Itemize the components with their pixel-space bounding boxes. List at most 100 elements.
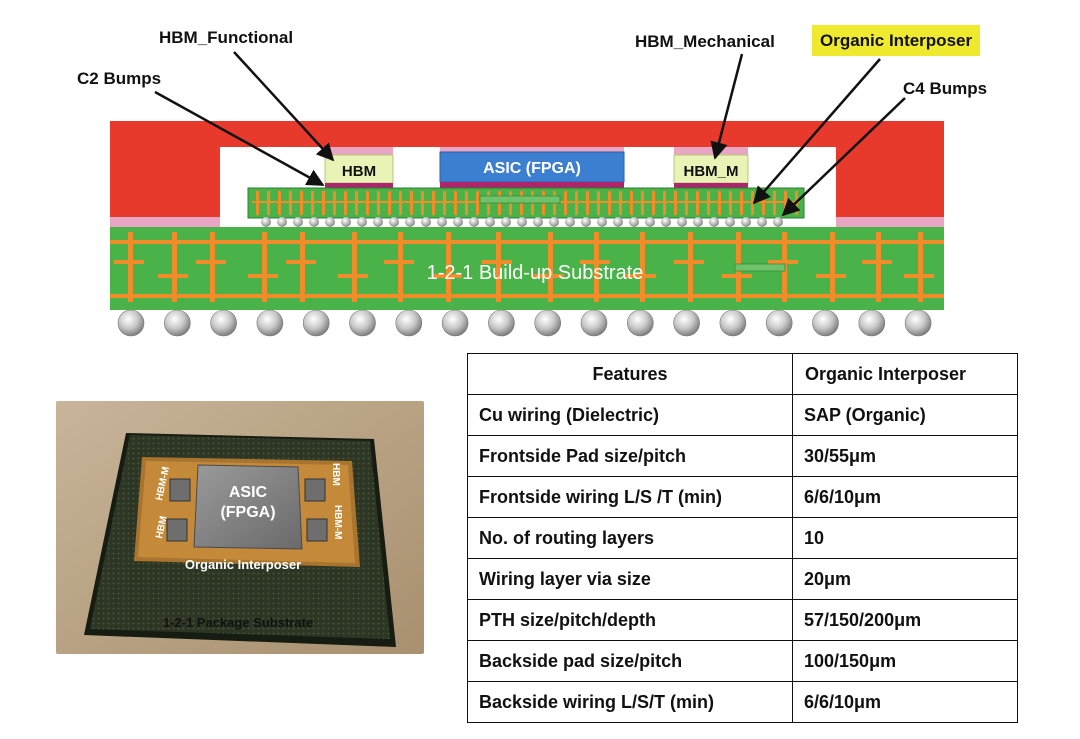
- bga-ball: [719, 309, 747, 337]
- substrate-via: [262, 232, 267, 302]
- photo-hbm-bottom-left: HBM: [154, 515, 169, 540]
- substrate-pad: [816, 274, 846, 278]
- photo-substrate-label: 1-2-1 Package Substrate: [163, 615, 313, 630]
- substrate-label: 1-2-1 Build-up Substrate: [427, 262, 644, 284]
- substrate-pad: [482, 260, 512, 264]
- arrow-hbm-mechanical: [710, 53, 744, 160]
- value-cell: 57/150/200μm: [792, 599, 1018, 641]
- substrate-pad: [862, 260, 892, 264]
- feature-cell: Cu wiring (Dielectric): [467, 394, 793, 436]
- c4-bump: [261, 217, 271, 227]
- c4-bump: [453, 217, 463, 227]
- c4-bump: [741, 217, 751, 227]
- substrate-pad: [722, 274, 752, 278]
- substrate-pad: [674, 260, 704, 264]
- asic-die: ASIC (FPGA): [439, 147, 625, 188]
- photo-asic-label: ASIC: [229, 484, 268, 501]
- value-cell: SAP (Organic): [792, 394, 1018, 436]
- c4-bump: [341, 217, 351, 227]
- photo-hbm-m-bottom-right: HBM-M: [332, 505, 343, 539]
- c4-bump: [629, 217, 639, 227]
- c4-bump: [757, 217, 767, 227]
- c4-bump: [517, 217, 527, 227]
- substrate-via: [352, 232, 357, 302]
- c4-bump: [597, 217, 607, 227]
- substrate-pad: [158, 274, 188, 278]
- substrate-via: [918, 232, 923, 302]
- c4-bump: [645, 217, 655, 227]
- substrate-trace: [110, 294, 944, 298]
- substrate-via: [876, 232, 881, 302]
- organic-interposer: [247, 187, 805, 219]
- substrate-pad: [904, 274, 934, 278]
- value-cell: 10: [792, 517, 1018, 559]
- substrate-via: [688, 232, 693, 302]
- substrate-pad: [768, 260, 798, 264]
- feature-cell: Backside wiring L/S/T (min): [467, 681, 793, 723]
- bga-ball: [904, 309, 932, 337]
- hbm-die: HBM: [324, 147, 394, 188]
- c4-bump: [357, 217, 367, 227]
- c4-bump: [773, 217, 783, 227]
- value-cell: 6/6/10μm: [792, 476, 1018, 518]
- c4-bump: [613, 217, 623, 227]
- c4-bump: [485, 217, 495, 227]
- substrate-pad: [580, 260, 610, 264]
- feature-cell: Backside pad size/pitch: [467, 640, 793, 682]
- c4-bump: [725, 217, 735, 227]
- callout-arrows: [154, 51, 906, 217]
- hbm-m-die: HBM_M: [673, 147, 749, 188]
- substrate-via: [210, 232, 215, 302]
- specs-header-row: Features Organic Interposer: [467, 353, 1018, 395]
- c4-bumps: [261, 217, 783, 227]
- bga-ball: [626, 309, 654, 337]
- substrate-via: [496, 232, 501, 302]
- substrate-pad: [286, 260, 316, 264]
- substrate-via: [398, 232, 403, 302]
- c4-bump: [501, 217, 511, 227]
- label-hbm-functional: HBM_Functional: [159, 28, 294, 47]
- substrate-pad: [114, 260, 144, 264]
- substrate-pad: [196, 260, 226, 264]
- c4-bump: [661, 217, 671, 227]
- feature-cell: Wiring layer via size: [467, 558, 793, 600]
- bga-ball: [395, 309, 423, 337]
- label-organic-interposer: Organic Interposer: [812, 25, 981, 56]
- photo-fpga-label: (FPGA): [220, 504, 275, 521]
- value-cell: 20μm: [792, 558, 1018, 600]
- header-features: Features: [467, 353, 793, 395]
- c4-bump: [437, 217, 447, 227]
- bga-ball: [117, 309, 145, 337]
- c4-bump: [677, 217, 687, 227]
- substrate-via: [300, 232, 305, 302]
- substrate-pad: [384, 260, 414, 264]
- photo-interposer-label: Organic Interposer: [185, 557, 301, 572]
- photo-hbm-top-right: HBM: [330, 463, 341, 486]
- c4-bump: [533, 217, 543, 227]
- substrate-via: [548, 232, 553, 302]
- substrate-pad: [534, 274, 564, 278]
- c4-bump: [581, 217, 591, 227]
- label-c2-bumps: C2 Bumps: [77, 69, 162, 88]
- substrate-via: [446, 232, 451, 302]
- bga-ball: [580, 309, 608, 337]
- header-organic-interposer: Organic Interposer: [792, 353, 1018, 395]
- arrow-c4-bumps: [781, 97, 906, 217]
- bga-ball: [673, 309, 700, 337]
- substrate-pad: [248, 274, 278, 278]
- table-row: Frontside wiring L/S /T (min)6/6/10μm: [467, 476, 1018, 518]
- bga-ball: [812, 309, 839, 337]
- bga-ball: [164, 309, 191, 337]
- bga-ball: [488, 309, 515, 337]
- bga-ball: [256, 309, 284, 337]
- c4-bump: [549, 217, 559, 227]
- c4-bump: [469, 217, 479, 227]
- bga-balls: [117, 309, 932, 337]
- build-up-substrate: 1-2-1 Build-up Substrate: [110, 227, 944, 310]
- asic-label: ASIC (FPGA): [483, 160, 581, 177]
- substrate-trace: [110, 240, 944, 244]
- bga-ball: [210, 309, 237, 337]
- c4-bump: [709, 217, 719, 227]
